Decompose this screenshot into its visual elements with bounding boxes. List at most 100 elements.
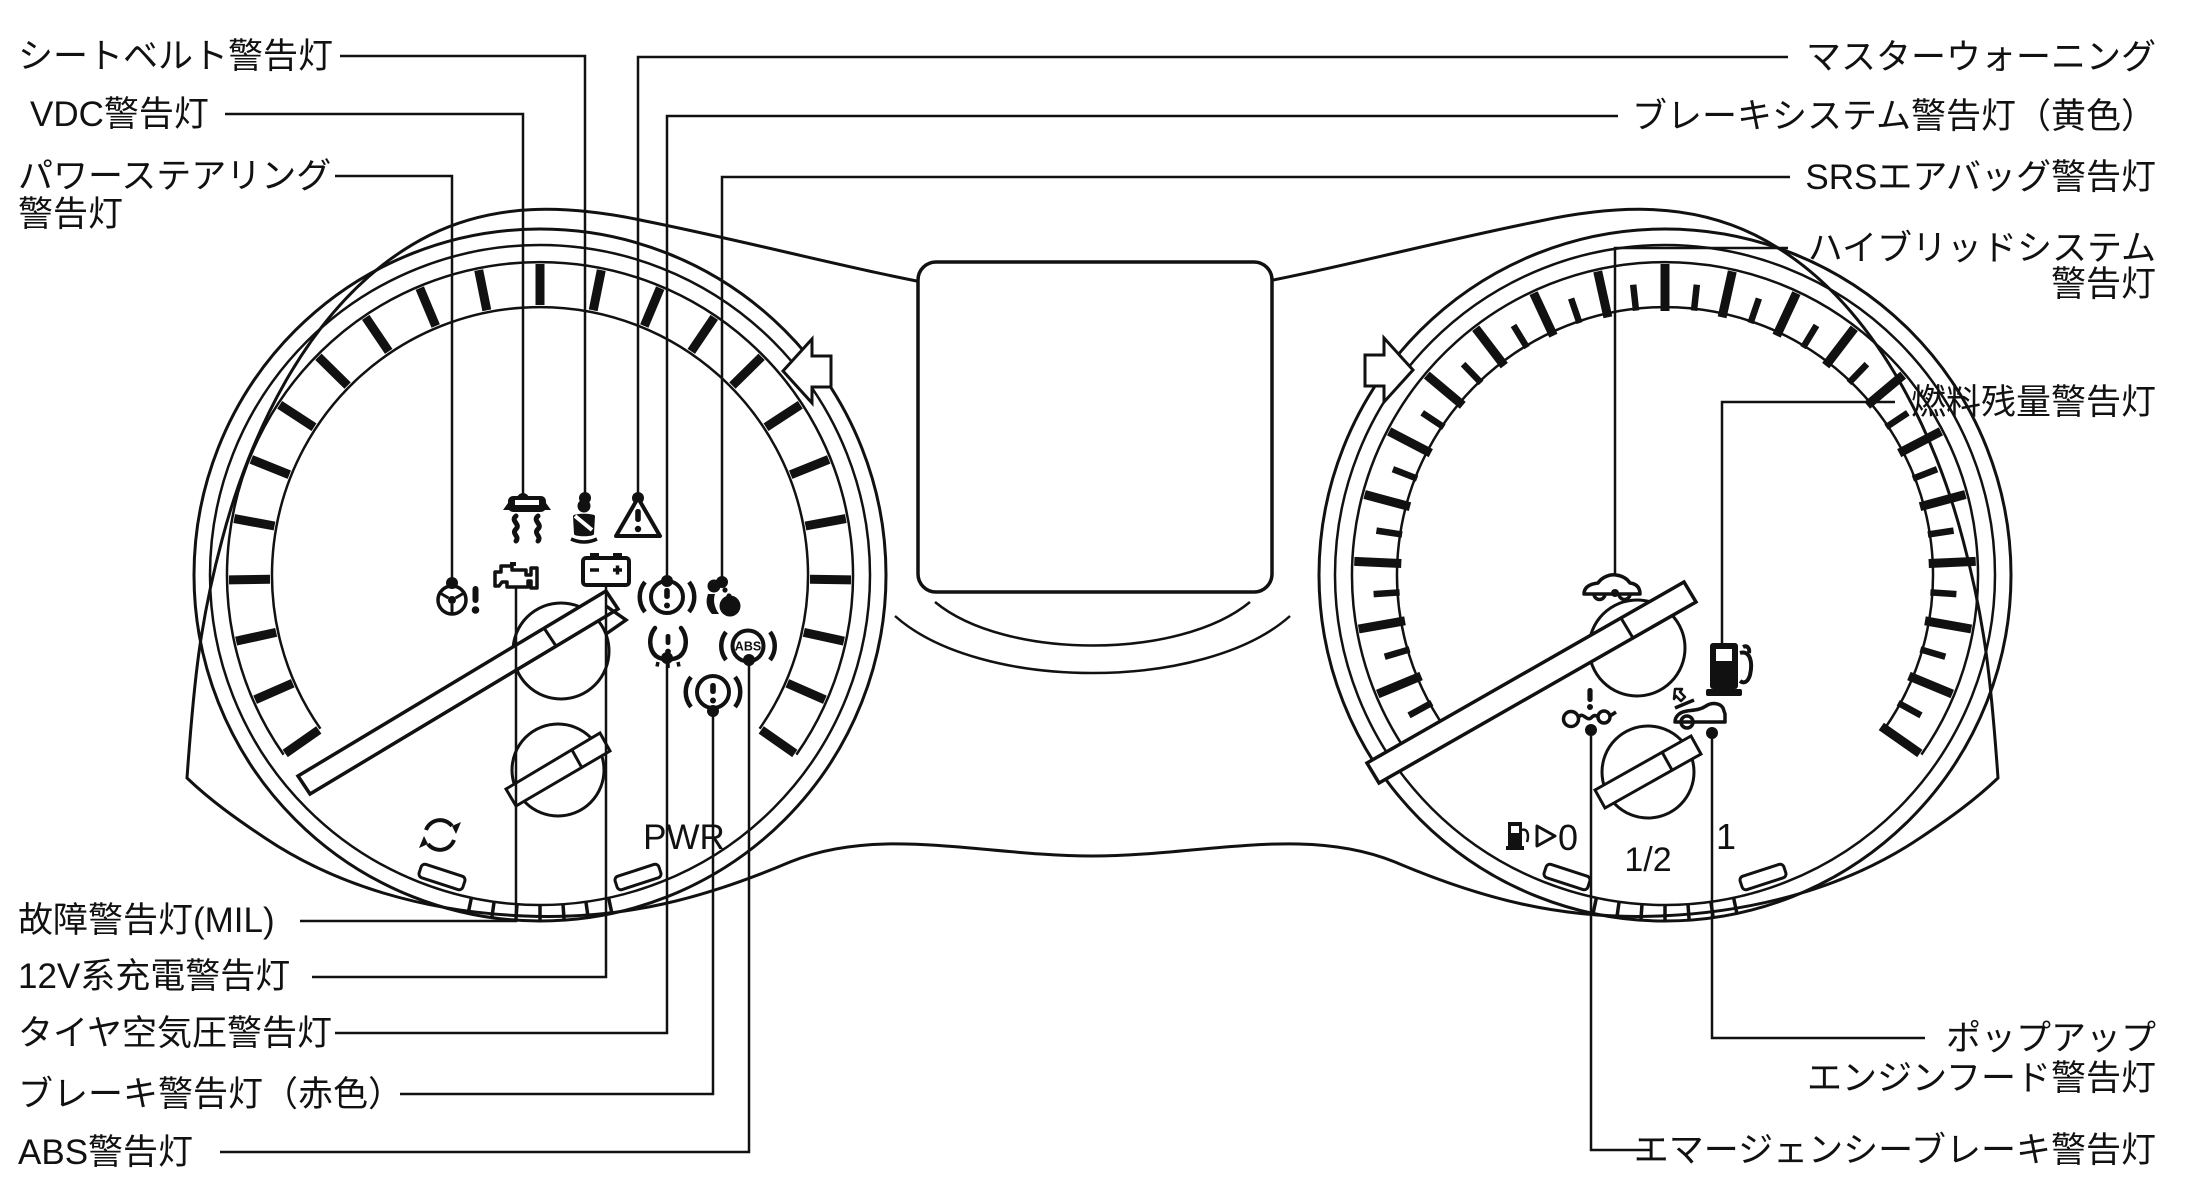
right-gauge-tickring-inner [1395,305,1935,730]
brake-warning-yellow-icon [637,579,697,615]
right-needle-divider [1619,617,1635,639]
tick [1373,589,1400,598]
leader-fuel [1716,400,1895,662]
srs-airbag-icon [706,579,741,617]
label-power-steering-1: パワーステアリング [18,157,331,196]
emergency-brake-icon [1561,688,1617,729]
master-warning-triangle-icon [614,496,662,538]
tick [1717,270,1737,319]
tick [415,286,440,328]
label-vdc-warning: VDC警告灯 [30,95,209,134]
left-block-arrow-icon [780,335,833,407]
tick [640,286,665,328]
tick [1846,361,1870,386]
tick [282,726,322,758]
tick [1387,427,1433,458]
tick [1357,616,1406,634]
tick [466,897,474,915]
tick [235,628,278,646]
tick [785,679,827,704]
low-fuel-pump-icon [1706,643,1754,696]
tick [315,353,351,389]
right-gauge-bezel-outer [1317,227,2013,923]
tick [1864,371,1907,409]
tick [758,726,798,758]
subscale-bar [1738,862,1788,892]
tick [249,455,291,479]
callout-labels-left: シートベルト警告灯 VDC警告灯 パワーステアリング 警告灯 故障警告灯(MIL… [18,37,403,1172]
right-gauge-tick-marks [1354,264,1976,758]
label-srs-airbag-warning: SRSエアバッグ警告灯 [1805,158,2156,197]
tick [1897,427,1943,458]
bottom-subscale-ticks [466,897,1739,922]
right-gauge [1317,227,2013,923]
right-gauge-hub-lower [1600,724,1696,820]
tick [233,514,276,531]
tick [1629,284,1640,311]
hybrid-system-icon [1582,573,1642,602]
left-gauge-tick-marks [228,264,852,758]
tick [1878,722,1923,758]
tick [1383,646,1411,660]
label-hybrid-system-1: ハイブリッドシステム [1808,229,2156,268]
tick [1407,700,1434,719]
tick [1391,466,1419,482]
leader-seat-belt [340,54,591,504]
label-low-fuel-warning: 燃料残量警告灯 [1911,383,2156,422]
tick [1800,323,1820,350]
label-seat-belt-warning: シートベルト警告灯 [18,37,333,76]
tick [789,455,831,479]
tick [1896,700,1923,719]
tick [361,314,393,354]
tick [1927,527,1955,538]
label-abs-warning: ABS警告灯 [18,1133,193,1172]
left-gauge-bezel-outer [192,227,888,923]
tick [1924,616,1973,634]
label-emergency-brake: エマージェンシーブレーキ警告灯 [1634,1131,2156,1170]
tick [1747,297,1762,325]
cluster-housing [185,207,2000,918]
right-gauge-lower-bar [1592,733,1704,811]
leader-emergency-brake [1585,724,1652,1152]
tick [253,679,295,704]
tick [1460,361,1484,386]
fuel-scale-empty: 0 [1558,817,1578,858]
left-gauge-needle-group [295,588,630,818]
right-lower-bar-divider [1660,751,1674,771]
right-gauge-bezel-inner [1333,243,1997,907]
tick [1614,901,1621,919]
housing-inner-curve-lower [894,615,1291,675]
tick [1686,904,1691,922]
right-gauge-needle [1364,579,1699,786]
tpms-icon [648,625,688,668]
charge-circular-arrow-icon [419,818,461,852]
battery-charge-icon [581,553,631,587]
tick [1884,410,1910,430]
label-popup-hood-2: エンジンフード警告灯 [1807,1059,2156,1098]
label-master-warning: マスターウォーニング [1806,38,2156,77]
tick [1472,325,1508,369]
tick [1363,490,1412,512]
label-tpms-warning: タイヤ空気圧警告灯 [18,1014,332,1053]
center-display-screen [916,260,1274,594]
tick [1593,270,1613,319]
power-steering-icon [436,584,480,616]
tick [584,901,591,919]
fuel-scale-half: 1/2 [1624,841,1671,879]
left-gauge-tickring-inner [270,305,810,730]
vdc-slip-icon [503,496,551,544]
left-gauge-hub-lower [510,722,606,818]
subscale-end-bars [417,862,1788,892]
label-popup-hood-1: ポップアップ [1946,1019,2156,1058]
housing-inner-curve-upper [934,601,1251,647]
tick [1772,291,1801,338]
seat-belt-icon [570,499,598,544]
abs-badge-text: ABS [735,640,761,654]
subscale-bar [417,862,467,892]
tick [1911,466,1939,482]
tick [1918,490,1967,512]
left-lower-bar-divider [570,749,584,769]
tick [687,314,719,354]
